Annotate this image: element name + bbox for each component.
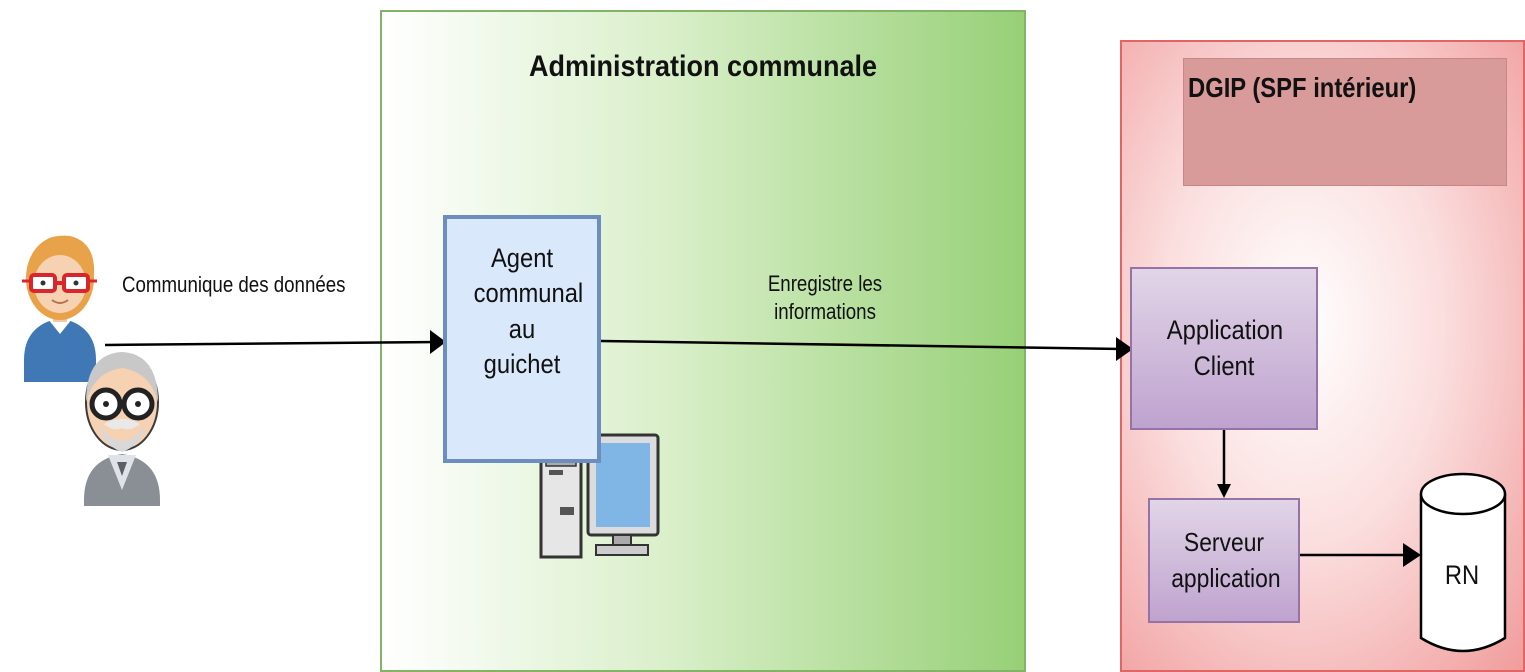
serveur-application-label: Serveur application	[1171, 527, 1281, 593]
dgip-header-box	[1183, 58, 1507, 186]
agent-communal-label: Agent communal au guichet	[473, 243, 584, 379]
elderly-man-icon	[84, 352, 160, 506]
edge-communique-label: Communique des données	[122, 272, 346, 297]
application-client-node: Application Client	[1130, 267, 1318, 430]
rn-label: RN	[1444, 560, 1480, 590]
edge-client-serveur-arrowhead	[1217, 484, 1231, 498]
dgip-title: DGIP (SPF intérieur)	[1188, 72, 1417, 103]
serveur-application-node: Serveur application	[1148, 498, 1300, 623]
application-client-label: Application Client	[1166, 315, 1284, 381]
edge-enregistre-arrowhead	[1116, 337, 1133, 361]
edge-serveur-rn-arrowhead	[1403, 543, 1421, 567]
administration-communale-title: Administration communale	[528, 50, 878, 83]
edge-enregistre-label: Enregistre les informations	[767, 271, 883, 324]
edge-enregistre-arrow	[600, 339, 1123, 351]
person-with-glasses-icon	[22, 235, 97, 382]
edge-communique-arrow	[104, 337, 442, 348]
agent-communal-node: Agent communal au guichet	[443, 215, 601, 463]
rn-database-icon	[1419, 472, 1507, 653]
edge-communique-arrowhead	[430, 330, 446, 354]
